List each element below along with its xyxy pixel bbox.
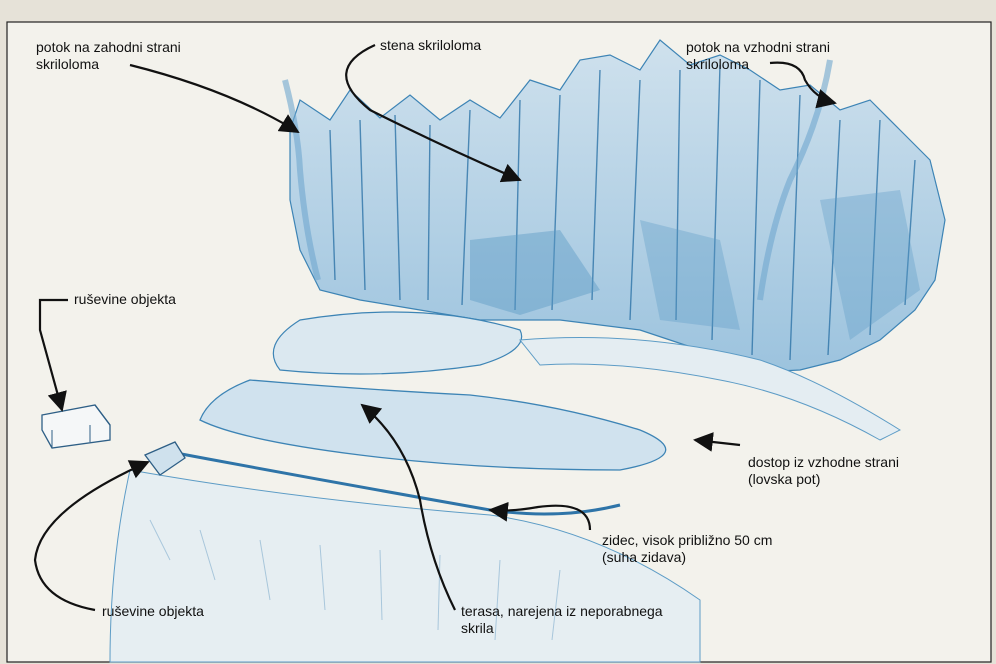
label-ruin-upper: ruševine objekta	[74, 291, 176, 308]
label-east-access: dostop iz vzhodne strani(lovska pot)	[748, 454, 899, 488]
label-quarry-wall: stena skriloloma	[380, 37, 481, 54]
label-ruin-lower: ruševine objekta	[102, 603, 204, 620]
label-dry-stone-wall: zidec, visok približno 50 cm(suha zidava…	[602, 532, 772, 566]
